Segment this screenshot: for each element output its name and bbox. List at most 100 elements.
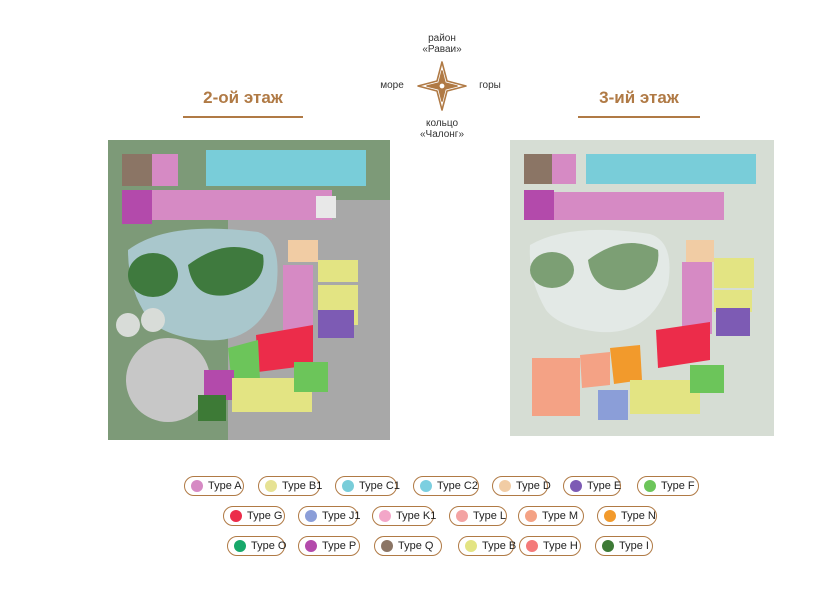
floor-2-plan: [108, 140, 390, 440]
unit-type-j1: [598, 390, 628, 420]
unit-type-b-1: [318, 260, 358, 282]
legend-item-type-m: Type M: [518, 506, 584, 526]
legend-label: Type P: [322, 540, 357, 552]
legend-item-type-g: Type G: [223, 506, 285, 526]
legend-label: Type O: [251, 540, 287, 552]
unit-type-a-top: [152, 154, 178, 186]
unit-type-e: [716, 308, 750, 336]
unit-type-p: [524, 190, 554, 220]
legend-item-type-j1: Type J1: [298, 506, 361, 526]
legend-label: Type C1: [359, 480, 400, 492]
legend-color-swatch: [602, 540, 614, 552]
legend-label: Type H: [543, 540, 578, 552]
compass-north-line-2: «Раваи»: [422, 44, 462, 55]
legend-color-swatch: [234, 540, 246, 552]
compass-south-line-1: кольцо: [425, 118, 459, 129]
legend-color-swatch: [230, 510, 242, 522]
legend-label: Type J1: [322, 510, 361, 522]
floor-3-plan: [510, 140, 774, 436]
compass-south-label: кольцо «Чалонг»: [412, 118, 472, 140]
round-plaza: [126, 338, 210, 422]
circle-feature-2: [141, 308, 165, 332]
legend-label: Type L: [473, 510, 507, 522]
floor-3-title-underline: [578, 116, 700, 118]
units-type-b-south: [630, 380, 700, 414]
legend-item-type-k1: Type K1: [372, 506, 436, 526]
green-area-2: [588, 242, 659, 291]
legend-color-swatch: [381, 540, 393, 552]
compass-north-line-1: район: [428, 33, 456, 44]
legend-color-swatch: [465, 540, 477, 552]
compass-north-label: район «Раваи»: [412, 33, 472, 55]
legend-item-type-l: Type L: [449, 506, 507, 526]
floor-2-title: 2-ой этаж: [183, 88, 303, 118]
unit-type-b-1: [714, 258, 754, 288]
legend-color-swatch: [525, 510, 537, 522]
floor-3-title-text: 3-ий этаж: [599, 88, 679, 107]
legend-label: Type N: [621, 510, 656, 522]
legend-label: Type M: [542, 510, 579, 522]
compass-east-label: горы: [479, 80, 501, 91]
floor-3-title: 3-ий этаж: [578, 88, 700, 118]
green-area-1: [128, 253, 178, 297]
unit-type-a-top: [552, 154, 576, 184]
legend-item-type-o: Type O: [227, 536, 287, 556]
legend-label: Type B: [482, 540, 517, 552]
legend-label: Type A: [208, 480, 242, 492]
legend-color-swatch: [420, 480, 432, 492]
block-east-wing: [198, 240, 358, 421]
block-north-row-2: [122, 190, 336, 224]
legend-item-type-h: Type H: [519, 536, 581, 556]
units-type-g: [656, 322, 710, 368]
block-north-row-2: [524, 190, 724, 220]
unit-type-d: [686, 240, 714, 262]
units-type-a-row: [554, 192, 724, 220]
legend-label: Type F: [661, 480, 695, 492]
units-type-c1-row: [586, 154, 756, 184]
legend-item-type-i: Type I: [595, 536, 653, 556]
unit-type-i: [198, 395, 226, 421]
unit-service: [316, 196, 336, 218]
block-north-row-1: [524, 154, 756, 184]
units-type-g: [256, 325, 313, 372]
legend-label: Type C2: [437, 480, 478, 492]
unit-type-q: [524, 154, 552, 184]
unit-type-e: [318, 310, 354, 338]
legend-label: Type E: [587, 480, 622, 492]
compass-star-icon: [417, 61, 467, 111]
floor-2-title-text: 2-ой этаж: [203, 88, 283, 107]
legend-color-swatch: [265, 480, 277, 492]
units-type-c1-row: [206, 150, 366, 186]
unit-type-q: [122, 154, 152, 186]
block-east-wing: [532, 240, 754, 420]
legend-color-swatch: [499, 480, 511, 492]
legend-color-swatch: [644, 480, 656, 492]
units-type-a-row: [152, 190, 332, 220]
unit-type-m: [580, 352, 610, 388]
units-type-a-wing: [682, 262, 712, 334]
legend-item-type-c2: Type C2: [413, 476, 479, 496]
legend-label: Type I: [619, 540, 649, 552]
unit-type-f: [228, 340, 260, 385]
legend-color-swatch: [305, 510, 317, 522]
unit-type-p: [122, 190, 152, 224]
legend-item-type-e: Type E: [563, 476, 621, 496]
legend-item-type-q: Type Q: [374, 536, 442, 556]
legend-color-swatch: [456, 510, 468, 522]
legend-item-type-b: Type B: [458, 536, 517, 556]
unit-type-f-south: [294, 362, 328, 392]
unit-type-f-south: [690, 365, 724, 393]
legend-item-type-b1: Type B1: [258, 476, 322, 496]
unit-type-d: [288, 240, 318, 262]
legend-item-type-n: Type N: [597, 506, 657, 526]
unit-type-b-2: [714, 290, 752, 312]
circle-feature-1: [116, 313, 140, 337]
legend-color-swatch: [570, 480, 582, 492]
legend-label: Type Q: [398, 540, 434, 552]
legend-color-swatch: [191, 480, 203, 492]
units-type-m-west: [532, 358, 580, 416]
legend-color-swatch: [342, 480, 354, 492]
legend-color-swatch: [379, 510, 391, 522]
legend-color-swatch: [526, 540, 538, 552]
green-area-2: [188, 247, 264, 296]
